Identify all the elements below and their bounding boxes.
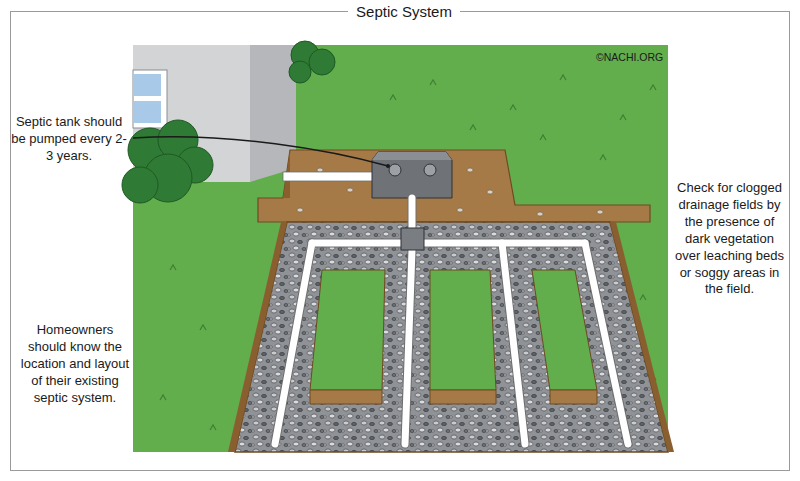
tank-port (424, 164, 436, 176)
callout-note: Septic tank should be pumped every 2-3 y… (8, 114, 130, 165)
leach-field (235, 222, 668, 452)
title-text: Septic System (348, 3, 460, 20)
callout-note: Check for clogged drainage fields by the… (672, 180, 787, 298)
watermark: ©NACHI.ORG (596, 51, 666, 65)
pipe-outline (275, 198, 628, 444)
distribution-box (401, 228, 424, 250)
septic-tank (372, 152, 452, 198)
leader-line (133, 137, 388, 166)
bush (122, 120, 213, 203)
window-pane (133, 101, 161, 123)
inlet-pipe (283, 172, 375, 181)
bush (289, 41, 335, 83)
callout-note: Homeowners should know the location and … (20, 322, 130, 407)
tank-excavation (258, 150, 650, 222)
grass-strip (310, 270, 385, 390)
diagram-title: Septic System (4, 3, 800, 21)
grass-strip (430, 270, 496, 390)
distribution-pipe (275, 198, 628, 444)
leader-dot (386, 164, 390, 168)
tank-lid (372, 152, 452, 160)
window (133, 70, 167, 128)
strip-edge (550, 390, 597, 404)
lawn (133, 45, 668, 452)
tank-port (389, 164, 401, 176)
strip-edge (310, 390, 382, 404)
window-pane (133, 74, 161, 96)
grass-strip (532, 270, 597, 390)
strip-edge (430, 390, 496, 404)
frame (11, 12, 790, 471)
